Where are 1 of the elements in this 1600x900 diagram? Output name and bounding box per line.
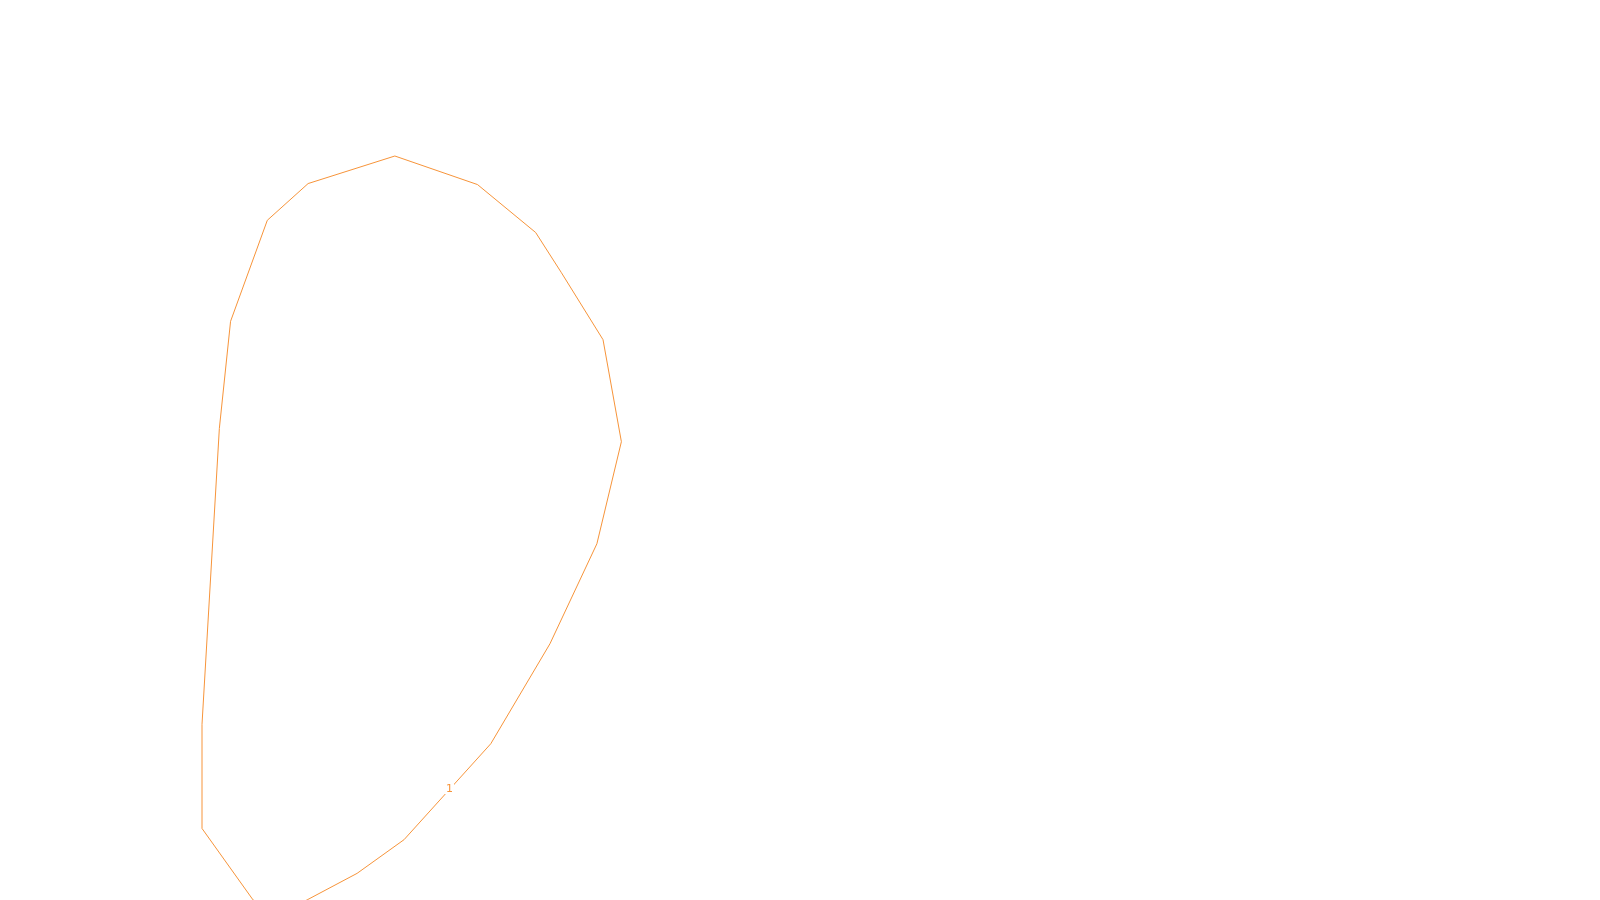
contour-label: 1 — [444, 782, 454, 794]
